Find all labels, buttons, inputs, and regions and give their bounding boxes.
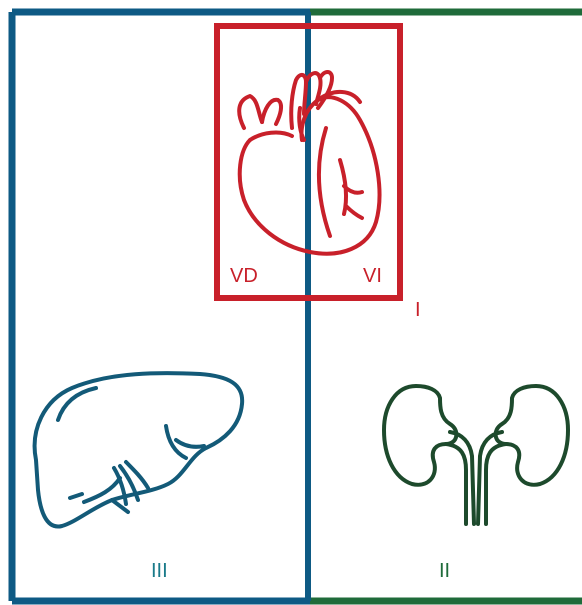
- region-iii-frame: [12, 12, 310, 601]
- region-i-label: I: [415, 300, 421, 320]
- kidneys-icon: [384, 386, 568, 524]
- region-ii-label: II: [439, 561, 450, 581]
- liver-icon: [35, 373, 243, 526]
- region-iii-label: III: [151, 561, 168, 581]
- region-ii-frame: [310, 12, 582, 601]
- vi-label: VI: [363, 266, 382, 286]
- vd-label: VD: [230, 266, 258, 286]
